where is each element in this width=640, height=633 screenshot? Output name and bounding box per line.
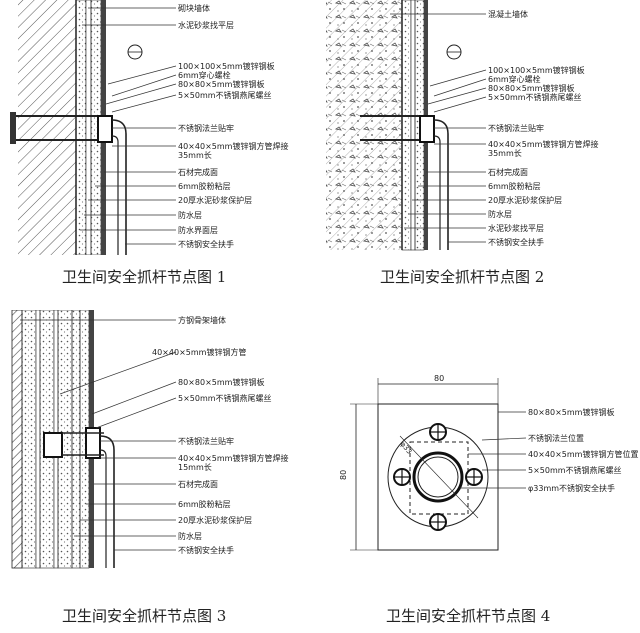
screw-left <box>393 468 411 486</box>
label-adhesive: 6mm胶粉粘层 <box>178 181 231 191</box>
caption-3: 卫生间安全抓杆节点图 3 <box>62 607 227 625</box>
label-block-wall: 砌块墙体 <box>178 3 210 13</box>
inner-tube <box>43 432 63 458</box>
label-length: 15mm长 <box>178 462 212 472</box>
screw-right <box>465 468 483 486</box>
label-waterproof: 防水层 <box>178 210 202 220</box>
label-interface: 防水界面层 <box>178 225 218 235</box>
label-through-bolt: 6mm穿心螺栓 <box>488 74 541 84</box>
label-waterproof: 防水层 <box>488 209 512 219</box>
detail-drawing-3: 方钢骨架墙体 40×40×5mm镀锌钢方管 80×80×5mm镀锌钢板 5×50… <box>0 309 320 575</box>
steel-tube <box>97 115 113 143</box>
label-plate-80: 80×80×5mm镀锌钢板 <box>178 377 264 387</box>
label-length: 35mm长 <box>178 150 212 160</box>
label-stone: 石材完成面 <box>178 479 218 489</box>
label-plate-80: 80×80×5mm镀锌钢板 <box>528 407 614 417</box>
back-plate <box>10 112 16 144</box>
label-screw: 5×50mm不锈钢燕尾螺丝 <box>178 90 272 100</box>
label-steel-frame: 方钢骨架墙体 <box>178 315 226 325</box>
detail-drawing-1: 砌块墙体 水泥砂浆找平层 100×100×5mm镀锌钢板 6mm穿心螺栓 80×… <box>0 0 320 256</box>
label-tube-weld: 40×40×5mm镀锌钢方管焊接 <box>178 141 288 151</box>
label-flange: 不锈钢法兰贴牢 <box>488 123 544 133</box>
plan-drawing-4: 80 80 φ33 <box>339 374 638 551</box>
dim-height: 80 <box>339 470 348 480</box>
section-drawing-3: 方钢骨架墙体 40×40×5mm镀锌钢方管 80×80×5mm镀锌钢板 5×50… <box>11 309 288 569</box>
label-mortar: 水泥砂浆找平层 <box>178 20 234 30</box>
label-concrete-wall: 混凝土墙体 <box>488 9 528 19</box>
handrail-section <box>412 451 464 503</box>
label-plate-80: 80×80×5mm镀锌钢板 <box>178 79 264 89</box>
caption-4: 卫生间安全抓杆节点图 4 <box>386 607 551 625</box>
mortar-layer <box>75 0 87 256</box>
label-plate-100: 100×100×5mm镀锌钢板 <box>488 65 585 75</box>
block-wall <box>18 0 76 255</box>
label-screw: 5×50mm不锈钢燕尾螺丝 <box>528 465 622 475</box>
label-protection: 20厚水泥砂浆保护层 <box>488 195 562 205</box>
label-screw: 5×50mm不锈钢燕尾螺丝 <box>178 393 272 403</box>
label-adhesive: 6mm胶粉粘层 <box>178 499 231 509</box>
label-plate-100: 100×100×5mm镀锌钢板 <box>178 61 275 71</box>
label-screw: 5×50mm不锈钢燕尾螺丝 <box>488 92 582 102</box>
label-adhesive: 6mm胶粉粘层 <box>488 181 541 191</box>
label-tube-40: 40×40×5mm镀锌钢方管 <box>152 347 246 357</box>
handrail <box>433 119 449 250</box>
steel-tube <box>85 427 101 459</box>
label-handrail: 不锈钢安全扶手 <box>178 239 234 249</box>
label-tube-weld: 40×40×5mm镀锌钢方管焊接 <box>178 453 288 463</box>
screw-top <box>429 423 447 441</box>
label-flange: 不锈钢法兰贴牢 <box>178 123 234 133</box>
label-plate-80: 80×80×5mm镀锌钢板 <box>488 83 574 93</box>
label-waterproof: 防水层 <box>178 531 202 541</box>
label-handrail: 不锈钢安全扶手 <box>178 545 234 555</box>
label-flange-position: 不锈钢法兰位置 <box>528 433 584 443</box>
label-mortar: 水泥砂浆找平层 <box>488 223 544 233</box>
detail-drawing-4: 80 80 φ33 <box>330 370 640 590</box>
label-stone: 石材完成面 <box>488 167 528 177</box>
label-tube-position: 40×40×5mm镀锌钢方管位置 <box>528 449 638 459</box>
section-drawing-2: 混凝土墙体 100×100×5mm镀锌钢板 6mm穿心螺栓 80×80×5mm镀… <box>326 0 598 251</box>
label-through-bolt: 6mm穿心螺栓 <box>178 70 231 80</box>
steel-frame-wall <box>11 309 23 569</box>
label-protection: 20厚水泥砂浆保护层 <box>178 195 252 205</box>
section-drawing-1: 砌块墙体 水泥砂浆找平层 100×100×5mm镀锌钢板 6mm穿心螺栓 80×… <box>10 0 288 256</box>
dim-width: 80 <box>434 374 444 383</box>
handrail <box>111 119 127 255</box>
screw-bottom <box>429 513 447 531</box>
label-flange: 不锈钢法兰贴牢 <box>178 436 234 446</box>
detail-drawing-2: 混凝土墙体 100×100×5mm镀锌钢板 6mm穿心螺栓 80×80×5mm镀… <box>320 0 640 255</box>
caption-1: 卫生间安全抓杆节点图 1 <box>62 268 227 286</box>
label-protection: 20厚水泥砂浆保护层 <box>178 515 252 525</box>
label-stone: 石材完成面 <box>178 167 218 177</box>
label-tube-weld: 40×40×5mm镀锌钢方管焊接 <box>488 139 598 149</box>
handrail <box>99 435 115 568</box>
label-length: 35mm长 <box>488 148 522 158</box>
label-handrail: φ33mm不锈钢安全扶手 <box>528 483 615 493</box>
label-handrail: 不锈钢安全扶手 <box>488 237 544 247</box>
caption-2: 卫生间安全抓杆节点图 2 <box>380 268 545 286</box>
